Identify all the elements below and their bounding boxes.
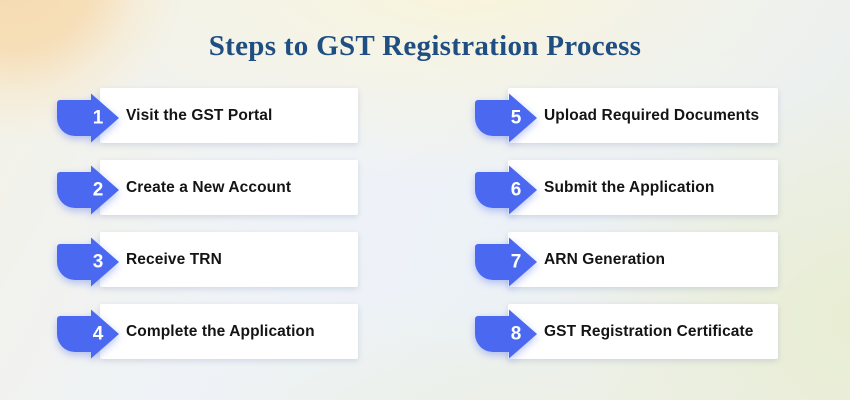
step-label: Upload Required Documents xyxy=(544,106,760,124)
step-label: GST Registration Certificate xyxy=(544,322,754,340)
arrow-right-icon xyxy=(475,165,537,214)
step-card-7: 7 ARN Generation xyxy=(475,232,778,287)
arrow-right-icon xyxy=(475,309,537,358)
step-number-badge: 1 xyxy=(57,93,119,142)
step-number: 8 xyxy=(510,323,522,344)
arrow-right-icon xyxy=(475,237,537,286)
step-number-badge: 8 xyxy=(475,309,537,358)
arrow-right-icon xyxy=(57,165,119,214)
step-card-8: 8 GST Registration Certificate xyxy=(475,304,778,359)
step-number-badge: 5 xyxy=(475,93,537,142)
step-number: 2 xyxy=(92,179,104,200)
page-title: Steps to GST Registration Process xyxy=(208,30,642,62)
step-number-badge: 7 xyxy=(475,237,537,286)
step-number: 6 xyxy=(510,179,522,200)
arrow-right-icon xyxy=(57,309,119,358)
step-card-3: 3 Receive TRN xyxy=(57,232,358,287)
step-card-1: 1 Visit the GST Portal xyxy=(57,88,358,143)
step-card-2: 2 Create a New Account xyxy=(57,160,358,215)
step-number: 3 xyxy=(92,251,104,272)
arrow-right-icon xyxy=(57,237,119,286)
step-number-badge: 2 xyxy=(57,165,119,214)
step-label: Receive TRN xyxy=(126,250,222,268)
step-label: Visit the GST Portal xyxy=(126,106,273,124)
step-number: 7 xyxy=(510,251,522,272)
step-number-badge: 3 xyxy=(57,237,119,286)
step-label: ARN Generation xyxy=(544,250,666,268)
step-number: 4 xyxy=(92,323,104,344)
step-card-5: 5 Upload Required Documents xyxy=(475,88,778,143)
arrow-right-icon xyxy=(475,93,537,142)
step-number-badge: 6 xyxy=(475,165,537,214)
step-card-6: 6 Submit the Application xyxy=(475,160,778,215)
step-label: Submit the Application xyxy=(544,178,715,196)
arrow-right-icon xyxy=(57,93,119,142)
step-number: 1 xyxy=(92,107,104,128)
step-label: Complete the Application xyxy=(126,322,315,340)
step-number-badge: 4 xyxy=(57,309,119,358)
step-label: Create a New Account xyxy=(126,178,292,196)
step-number: 5 xyxy=(510,107,522,128)
step-card-4: 4 Complete the Application xyxy=(57,304,358,359)
